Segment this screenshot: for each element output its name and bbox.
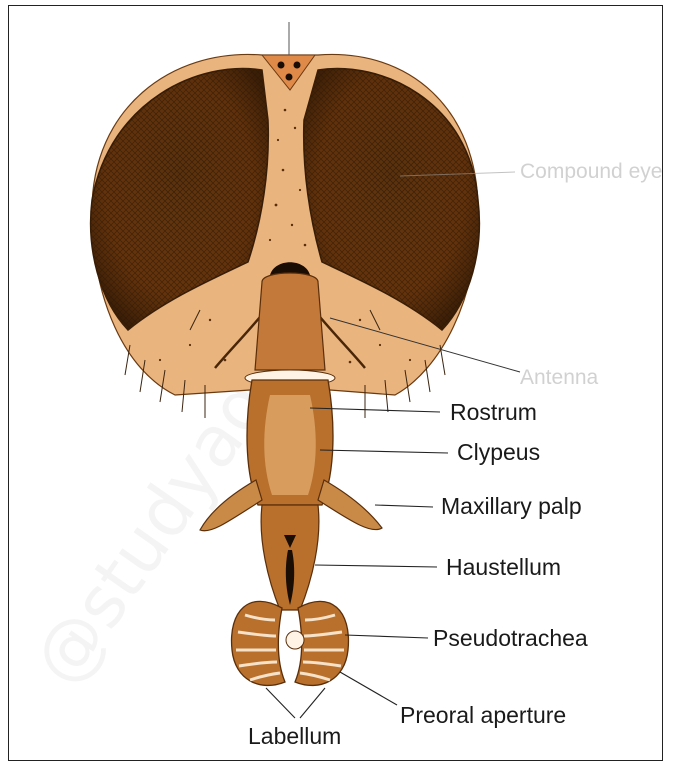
label-haustellum: Haustellum bbox=[446, 554, 561, 580]
label-rostrum: Rostrum bbox=[450, 399, 537, 425]
rostrum bbox=[245, 370, 335, 505]
label-antenna: Antenna bbox=[520, 366, 599, 389]
label-pseudotrachea: Pseudotrachea bbox=[433, 625, 588, 651]
maxillary-palp-right bbox=[318, 480, 382, 530]
label-clypeus: Clypeus bbox=[457, 439, 540, 465]
labellum-left bbox=[232, 601, 285, 685]
haustellum bbox=[261, 505, 319, 610]
antennal-socket bbox=[255, 273, 325, 370]
label-compound-eye: Compound eye bbox=[520, 160, 662, 183]
label-maxillary-palp: Maxillary palp bbox=[441, 493, 582, 519]
label-labellum: Labellum bbox=[248, 723, 341, 749]
preoral-aperture bbox=[286, 631, 304, 649]
label-preoral-aperture: Preoral aperture bbox=[400, 702, 566, 728]
